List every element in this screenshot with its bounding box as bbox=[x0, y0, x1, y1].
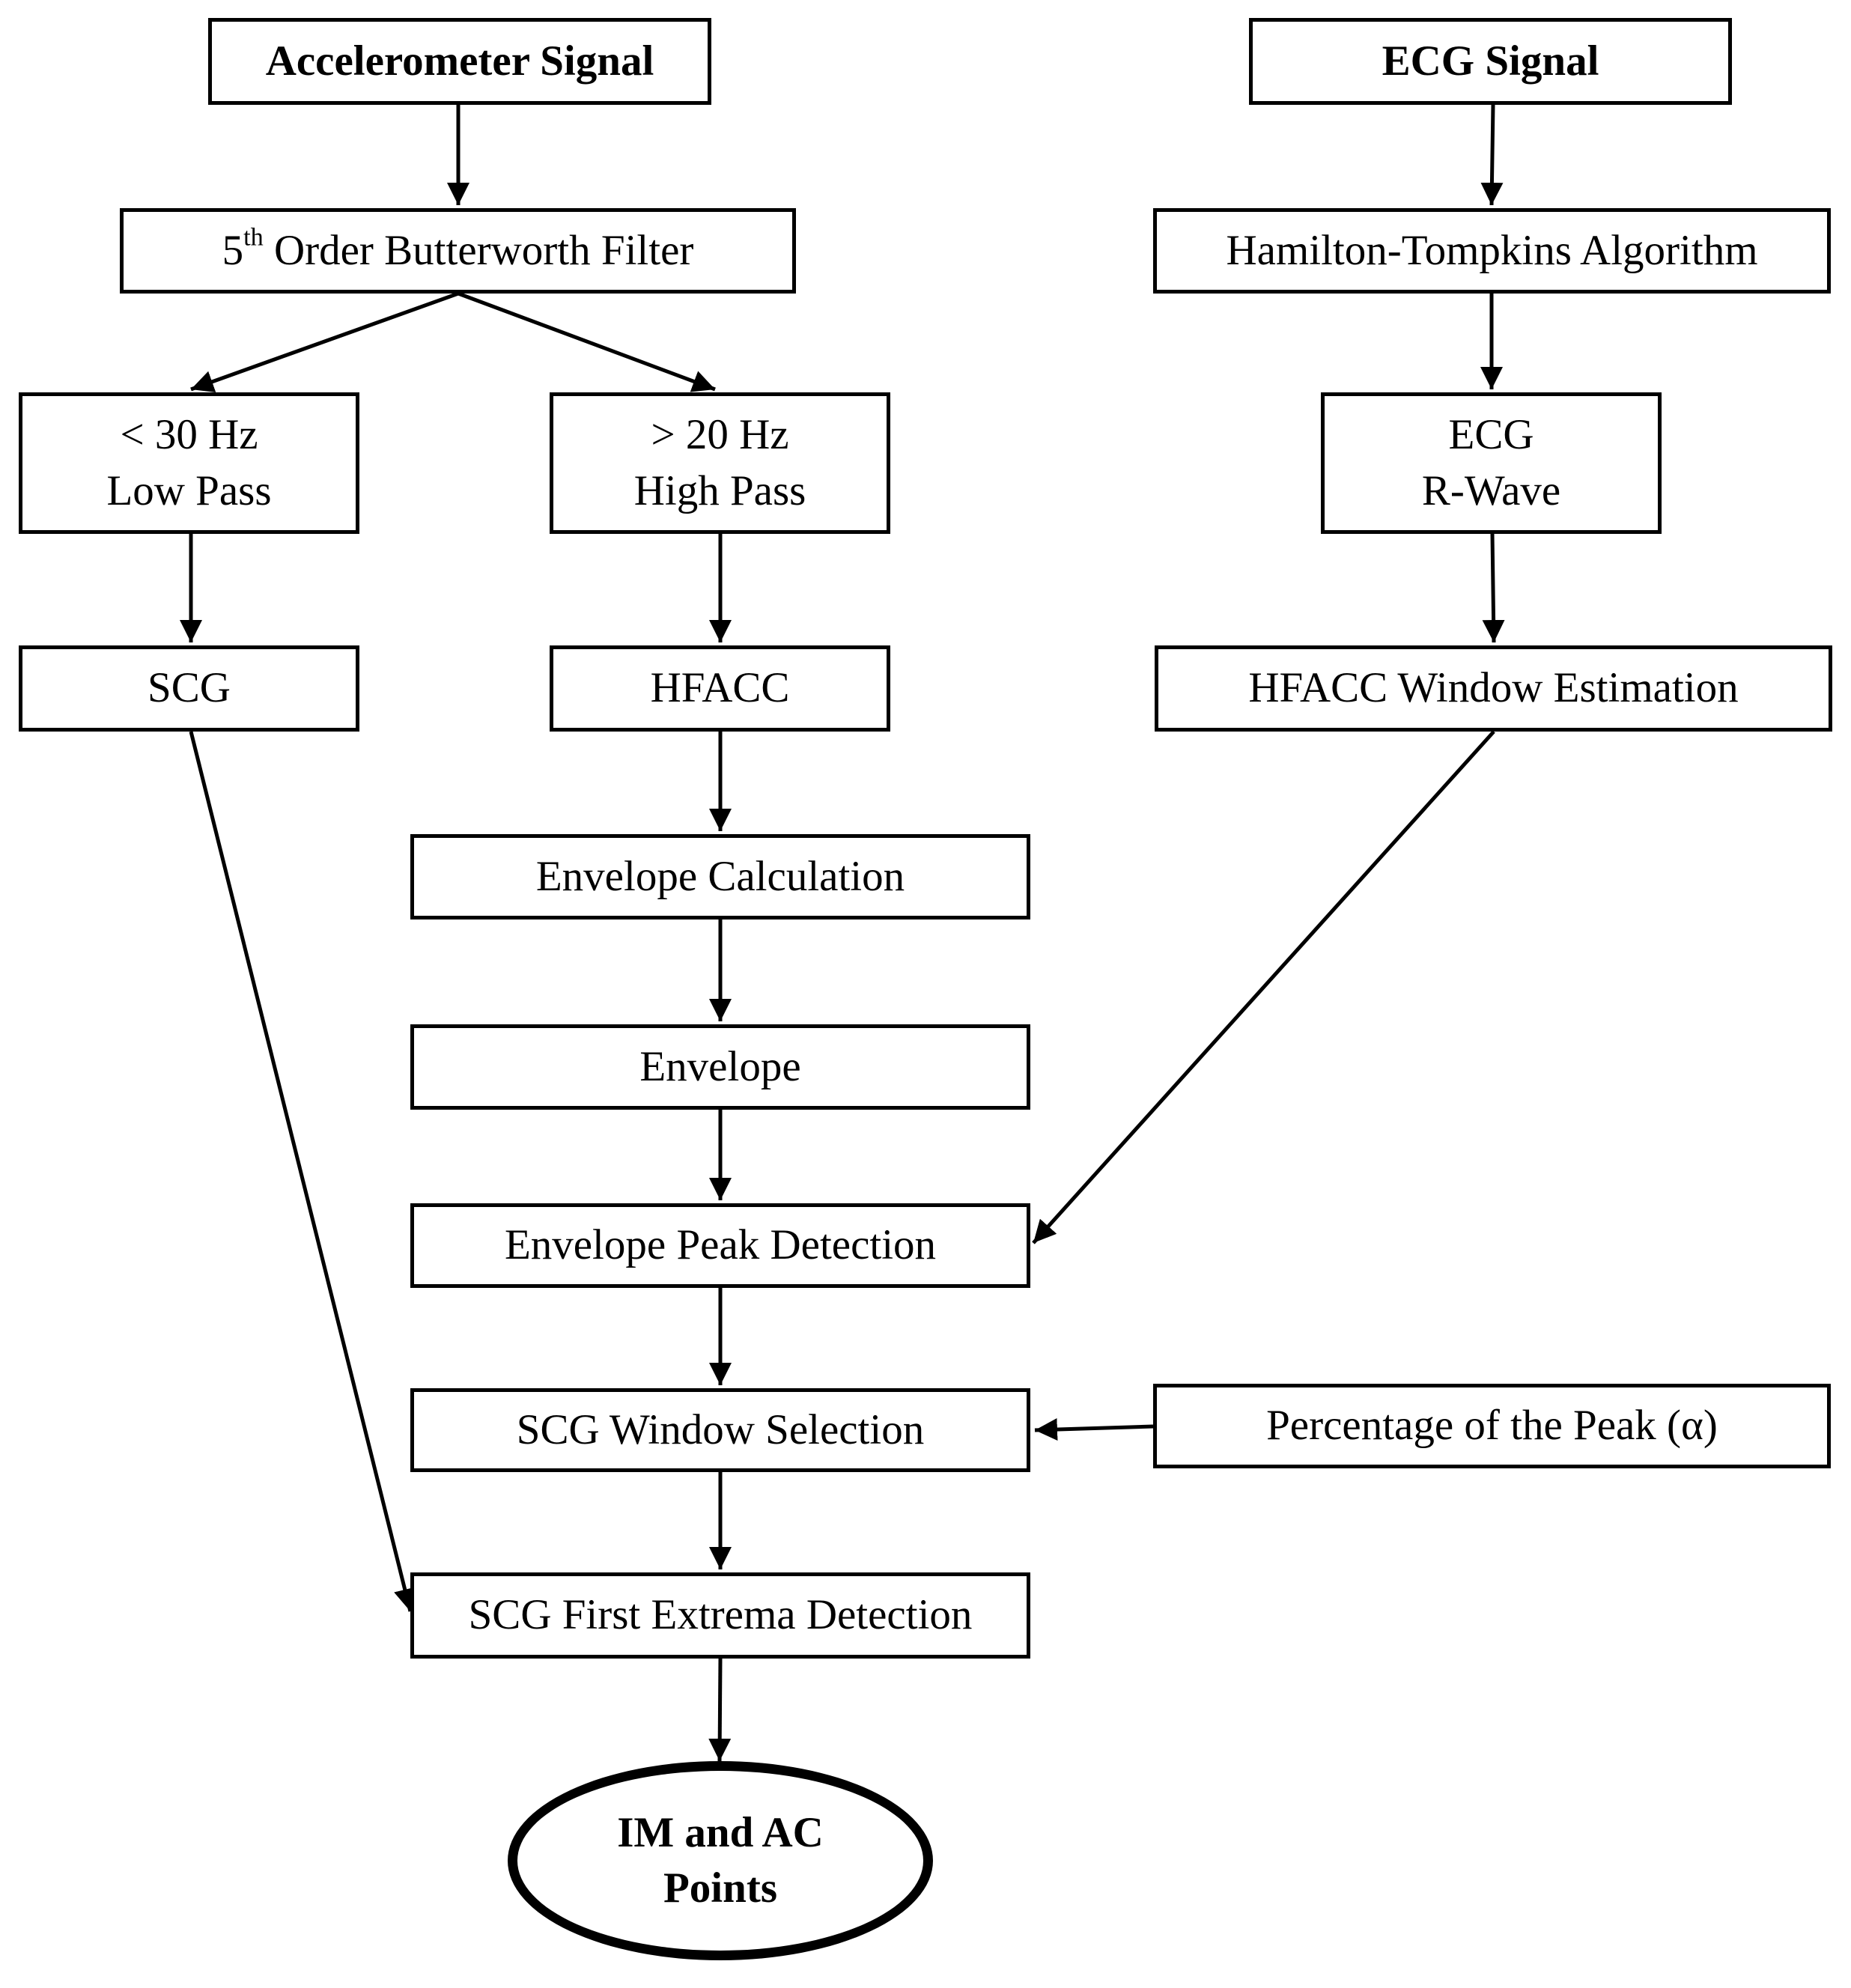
high-pass-label: High Pass bbox=[633, 466, 806, 514]
envelope-label: Envelope bbox=[639, 1042, 801, 1090]
butterworth-filter-label: 5th Order Butterworth Filter bbox=[222, 223, 694, 279]
envelope-box: Envelope bbox=[410, 1024, 1030, 1110]
hamilton-tompkins-label: Hamilton-Tompkins Algorithm bbox=[1226, 226, 1758, 274]
envelope-calculation-label: Envelope Calculation bbox=[535, 852, 905, 900]
scg-label: SCG bbox=[148, 664, 231, 712]
ecg-signal-box: ECG Signal bbox=[1249, 18, 1732, 105]
butterworth-rest: Order Butterworth Filter bbox=[263, 226, 694, 274]
butterworth-filter-box: 5th Order Butterworth Filter bbox=[120, 208, 796, 294]
hamilton-tompkins-box: Hamilton-Tompkins Algorithm bbox=[1153, 208, 1831, 294]
low-pass-box: < 30 Hz Low Pass bbox=[19, 392, 359, 534]
hfacc-window-estimation-box: HFACC Window Estimation bbox=[1155, 645, 1832, 732]
output-line2: Points bbox=[663, 1864, 778, 1912]
high-pass-box: > 20 Hz High Pass bbox=[550, 392, 890, 534]
scg-window-selection-label: SCG Window Selection bbox=[516, 1405, 925, 1453]
output-line1: IM and AC bbox=[617, 1808, 824, 1856]
ecg-rwave-line2: R-Wave bbox=[1421, 466, 1561, 514]
butterworth-order: 5 bbox=[222, 226, 244, 274]
accelerometer-signal-label: Accelerometer Signal bbox=[265, 37, 654, 85]
arrow-scg-to-extrema bbox=[189, 731, 416, 1612]
scg-first-extrema-box: SCG First Extrema Detection bbox=[410, 1572, 1030, 1659]
envelope-peak-detection-box: Envelope Peak Detection bbox=[410, 1203, 1030, 1288]
ecg-signal-label: ECG Signal bbox=[1382, 37, 1599, 85]
percentage-of-peak-box: Percentage of the Peak (α) bbox=[1153, 1384, 1831, 1468]
scg-box: SCG bbox=[19, 645, 359, 732]
arrow-hfacc-window-to-peak bbox=[1032, 730, 1495, 1244]
hfacc-box: HFACC bbox=[550, 645, 890, 732]
hfacc-label: HFACC bbox=[650, 664, 790, 712]
scg-first-extrema-label: SCG First Extrema Detection bbox=[468, 1591, 973, 1639]
high-pass-cutoff: > 20 Hz bbox=[651, 411, 789, 459]
arrow-ecg-to-hamilton bbox=[1480, 104, 1504, 206]
low-pass-label: Low Pass bbox=[106, 466, 272, 514]
butterworth-order-suffix: th bbox=[243, 223, 264, 252]
percentage-of-peak-label: Percentage of the Peak (α) bbox=[1266, 1402, 1718, 1450]
envelope-peak-detection-label: Envelope Peak Detection bbox=[504, 1221, 937, 1269]
ecg-rwave-box: ECG R-Wave bbox=[1321, 392, 1662, 534]
ecg-rwave-line1: ECG bbox=[1448, 411, 1534, 459]
accelerometer-signal-box: Accelerometer Signal bbox=[208, 18, 711, 105]
scg-window-selection-box: SCG Window Selection bbox=[410, 1388, 1030, 1472]
arrow-rwave-to-hfacc-window bbox=[1482, 533, 1505, 643]
envelope-calculation-box: Envelope Calculation bbox=[410, 834, 1030, 919]
low-pass-cutoff: < 30 Hz bbox=[120, 411, 258, 459]
output-ellipse: IM and AC Points bbox=[508, 1761, 933, 1960]
hfacc-window-estimation-label: HFACC Window Estimation bbox=[1248, 664, 1739, 712]
arrow-butterworth-to-highpass bbox=[458, 291, 716, 392]
arrow-butterworth-to-lowpass bbox=[190, 291, 459, 392]
arrow-percentage-to-scg-window bbox=[1034, 1418, 1154, 1441]
